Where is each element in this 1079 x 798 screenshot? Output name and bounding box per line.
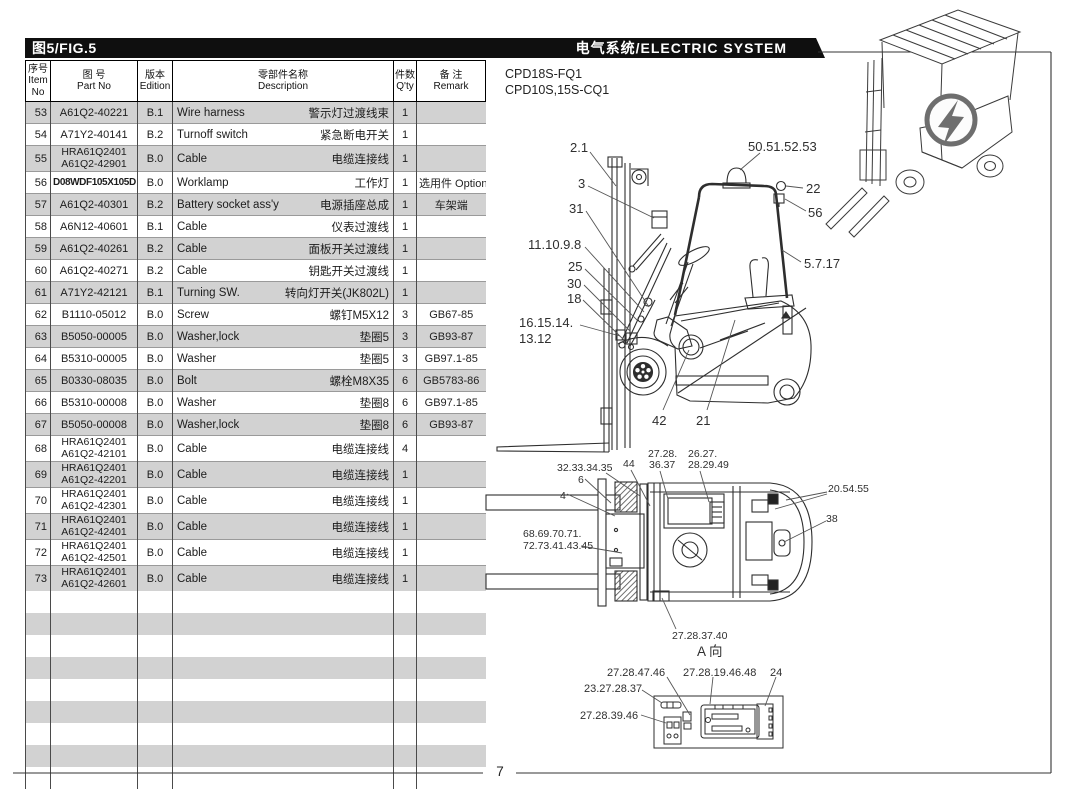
callout-label: 38 — [826, 513, 838, 525]
empty-table-row — [25, 657, 486, 679]
callout-label: 26.27. — [688, 448, 717, 460]
callout-label: 18 — [567, 291, 581, 306]
callout-label: 2.1 — [570, 140, 588, 155]
callout-label: 16.15.14. — [519, 315, 573, 330]
callout-label: 44 — [623, 458, 635, 470]
callout-label: 27.28.37.40 — [672, 630, 728, 642]
empty-table-row — [25, 723, 486, 745]
figure-label: 图5/FIG.5 — [32, 40, 97, 56]
callout-label: 13.12 — [519, 331, 552, 346]
electric-badge-icon — [924, 93, 978, 147]
callout-label: 3 — [578, 176, 585, 191]
callout-label: 68.69.70.71. — [523, 528, 581, 540]
plan-view-callouts: 32.33.34.35 44 27.28. 36.37 26.27. 28.29… — [523, 448, 869, 642]
callout-label: 24 — [770, 667, 782, 679]
empty-table-row — [25, 679, 486, 701]
model-code-line: CPD18S-FQ1 — [505, 67, 583, 81]
callout-label: 22 — [806, 181, 820, 196]
callout-label: 30 — [567, 276, 581, 291]
page-number: 7 — [487, 764, 513, 779]
a-view-leaders — [640, 676, 777, 724]
thumbnail-forklift — [825, 9, 1022, 238]
empty-table-row — [25, 591, 486, 613]
side-view-callouts: 2.1 50.51.52.53 3 22 31 56 11.10.9.8 5.7… — [519, 139, 840, 428]
header-bar: 图5/FIG.5 电气系统/ELECTRIC SYSTEM — [25, 38, 825, 58]
empty-table-row — [25, 701, 486, 723]
plan-view-forklift — [485, 478, 813, 607]
callout-label: 50.51.52.53 — [748, 139, 817, 154]
callout-label: 11.10.9.8 — [528, 237, 581, 252]
callout-label: 20.54.55 — [828, 483, 869, 495]
system-title: 电气系统/ELECTRIC SYSTEM — [575, 40, 787, 56]
callout-label: 27.28.19.46.48 — [683, 667, 756, 679]
callout-label: 4 — [560, 490, 566, 502]
callout-label: 32.33.34.35 — [557, 462, 613, 474]
callout-label: 27.28.39.46 — [580, 710, 638, 722]
callout-label: 23.27.28.37 — [584, 683, 642, 695]
plan-view-leaders — [566, 469, 828, 630]
callout-label: 27.28.47.46 — [607, 667, 665, 679]
empty-table-row — [25, 745, 486, 767]
a-view-label: A 向 — [697, 644, 723, 659]
model-code-line: CPD10S,15S-CQ1 — [505, 83, 610, 98]
callout-label: 6 — [578, 474, 584, 486]
empty-table-row — [25, 635, 486, 657]
callout-label: 72.73.41.43.45 — [523, 540, 593, 552]
page-frame — [13, 51, 1052, 774]
model-codes: CPD18S-FQ1 CPD10S,15S-CQ1 — [505, 66, 609, 99]
side-view-leaders — [579, 151, 807, 411]
callout-label: 27.28. — [648, 448, 677, 460]
side-view-forklift — [496, 156, 812, 453]
callout-label: 28.29.49 — [688, 459, 729, 471]
a-view-inset — [653, 695, 784, 749]
callout-label: 36.37 — [649, 459, 675, 471]
callout-label: 5.7.17 — [804, 256, 840, 271]
a-view-callouts: 27.28.47.46 27.28.19.46.48 24 23.27.28.3… — [580, 667, 782, 722]
empty-table-row — [25, 613, 486, 635]
callout-label: 21 — [696, 413, 710, 428]
callout-label: 25 — [568, 259, 582, 274]
callout-label: 31 — [569, 201, 583, 216]
callout-label: 42 — [652, 413, 666, 428]
callout-label: 56 — [808, 205, 822, 220]
